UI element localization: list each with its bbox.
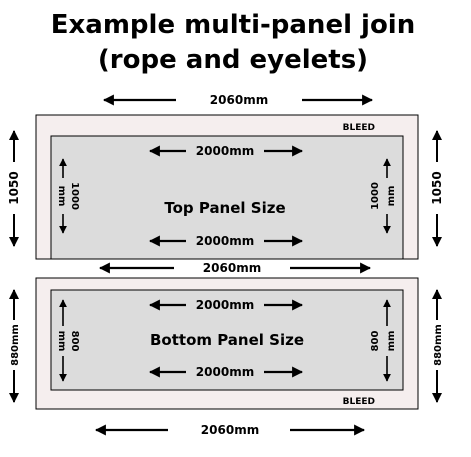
bottom-inner-width-label-top: 2000mm <box>196 298 254 312</box>
top-inner-height-label-right-b: mm <box>386 186 397 207</box>
bottom-inner-height-label-right-a: 800 <box>370 331 381 352</box>
diagram-title-line2: (rope and eyelets) <box>98 45 368 75</box>
top-panel <box>50 135 404 260</box>
diagram-title-line1: Example multi-panel join <box>51 10 415 40</box>
top-inner-height-label-left-a: 1000 <box>69 182 80 210</box>
bottom-outer-width-label: 2060mm <box>201 423 259 437</box>
bottom-bleed-label: BLEED <box>343 397 375 407</box>
top-inner-height-label-left-b: mm <box>56 186 67 207</box>
top-outer-height-label-right: 1050 <box>430 171 444 204</box>
top-panel-label: Top Panel Size <box>164 199 285 217</box>
top-outer-height-label-left: 1050 <box>7 171 21 204</box>
bottom-inner-height-label-left-b: mm <box>56 331 67 352</box>
bottom-outer-height-label-left: 880mm <box>10 324 21 366</box>
top-inner-width-label-bottom: 2000mm <box>196 234 254 248</box>
top-inner-height-label-right-a: 1000 <box>370 182 381 210</box>
top-outer-width-label: 2060mm <box>210 93 268 107</box>
join-width-label: 2060mm <box>203 261 261 275</box>
bottom-inner-width-label-bottom: 2000mm <box>196 365 254 379</box>
bottom-panel-label: Bottom Panel Size <box>150 331 304 349</box>
bottom-inner-height-label-left-a: 800 <box>69 331 80 352</box>
top-inner-width-label-top: 2000mm <box>196 144 254 158</box>
bottom-panel <box>50 289 404 391</box>
bottom-outer-height-label-right: 880mm <box>433 324 444 366</box>
top-bleed-label: BLEED <box>343 123 375 133</box>
bottom-inner-height-label-right-b: mm <box>386 331 397 352</box>
